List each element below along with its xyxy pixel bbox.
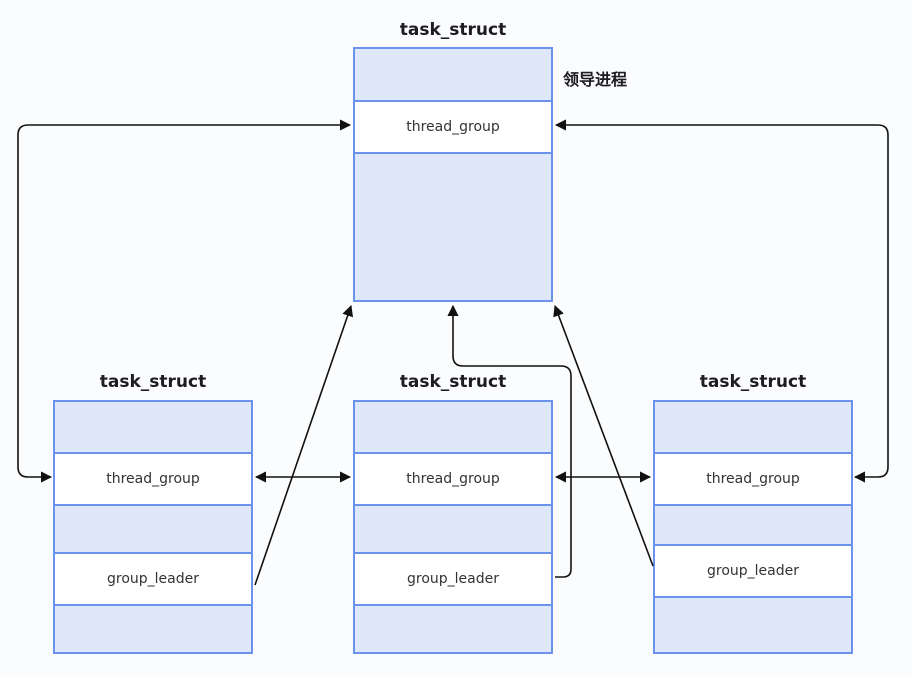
left-mid-field (55, 504, 251, 552)
right-group-leader-field: group_leader (655, 544, 851, 596)
leader-thread-group-field: thread_group (355, 100, 551, 152)
arrow-right-loop (554, 119, 889, 483)
middle-title: task_struct (399, 372, 507, 392)
arrow-middle-group-leader (447, 304, 572, 578)
right-group-leader-label: group_leader (707, 563, 799, 579)
left-group-leader-field: group_leader (55, 552, 251, 604)
leader-title: task_struct (399, 20, 507, 40)
leader-thread-group-label: thread_group (406, 119, 500, 135)
arrow-right-group-leader (553, 304, 654, 567)
middle-top-field (355, 402, 551, 452)
left-group-leader-label: group_leader (107, 571, 199, 587)
leader-top-field (355, 49, 551, 100)
middle-group-leader-field: group_leader (355, 552, 551, 604)
middle-thread-group-field: thread_group (355, 452, 551, 504)
right-bottom-field (655, 596, 851, 652)
arrow-left-group-leader (254, 304, 354, 586)
leader-note: 领导进程 (563, 70, 628, 89)
middle-bottom-field (355, 604, 551, 652)
middle-thread-group-label: thread_group (406, 471, 500, 487)
arrow-left-loop (17, 119, 352, 483)
left-bottom-field (55, 604, 251, 652)
middle-group-leader-label: group_leader (407, 571, 499, 587)
right-mid-field (655, 504, 851, 544)
leader-task-struct: thread_group (353, 47, 553, 302)
middle-mid-field (355, 504, 551, 552)
middle-task-struct: thread_group group_leader (353, 400, 553, 654)
leader-bottom-field (355, 152, 551, 300)
